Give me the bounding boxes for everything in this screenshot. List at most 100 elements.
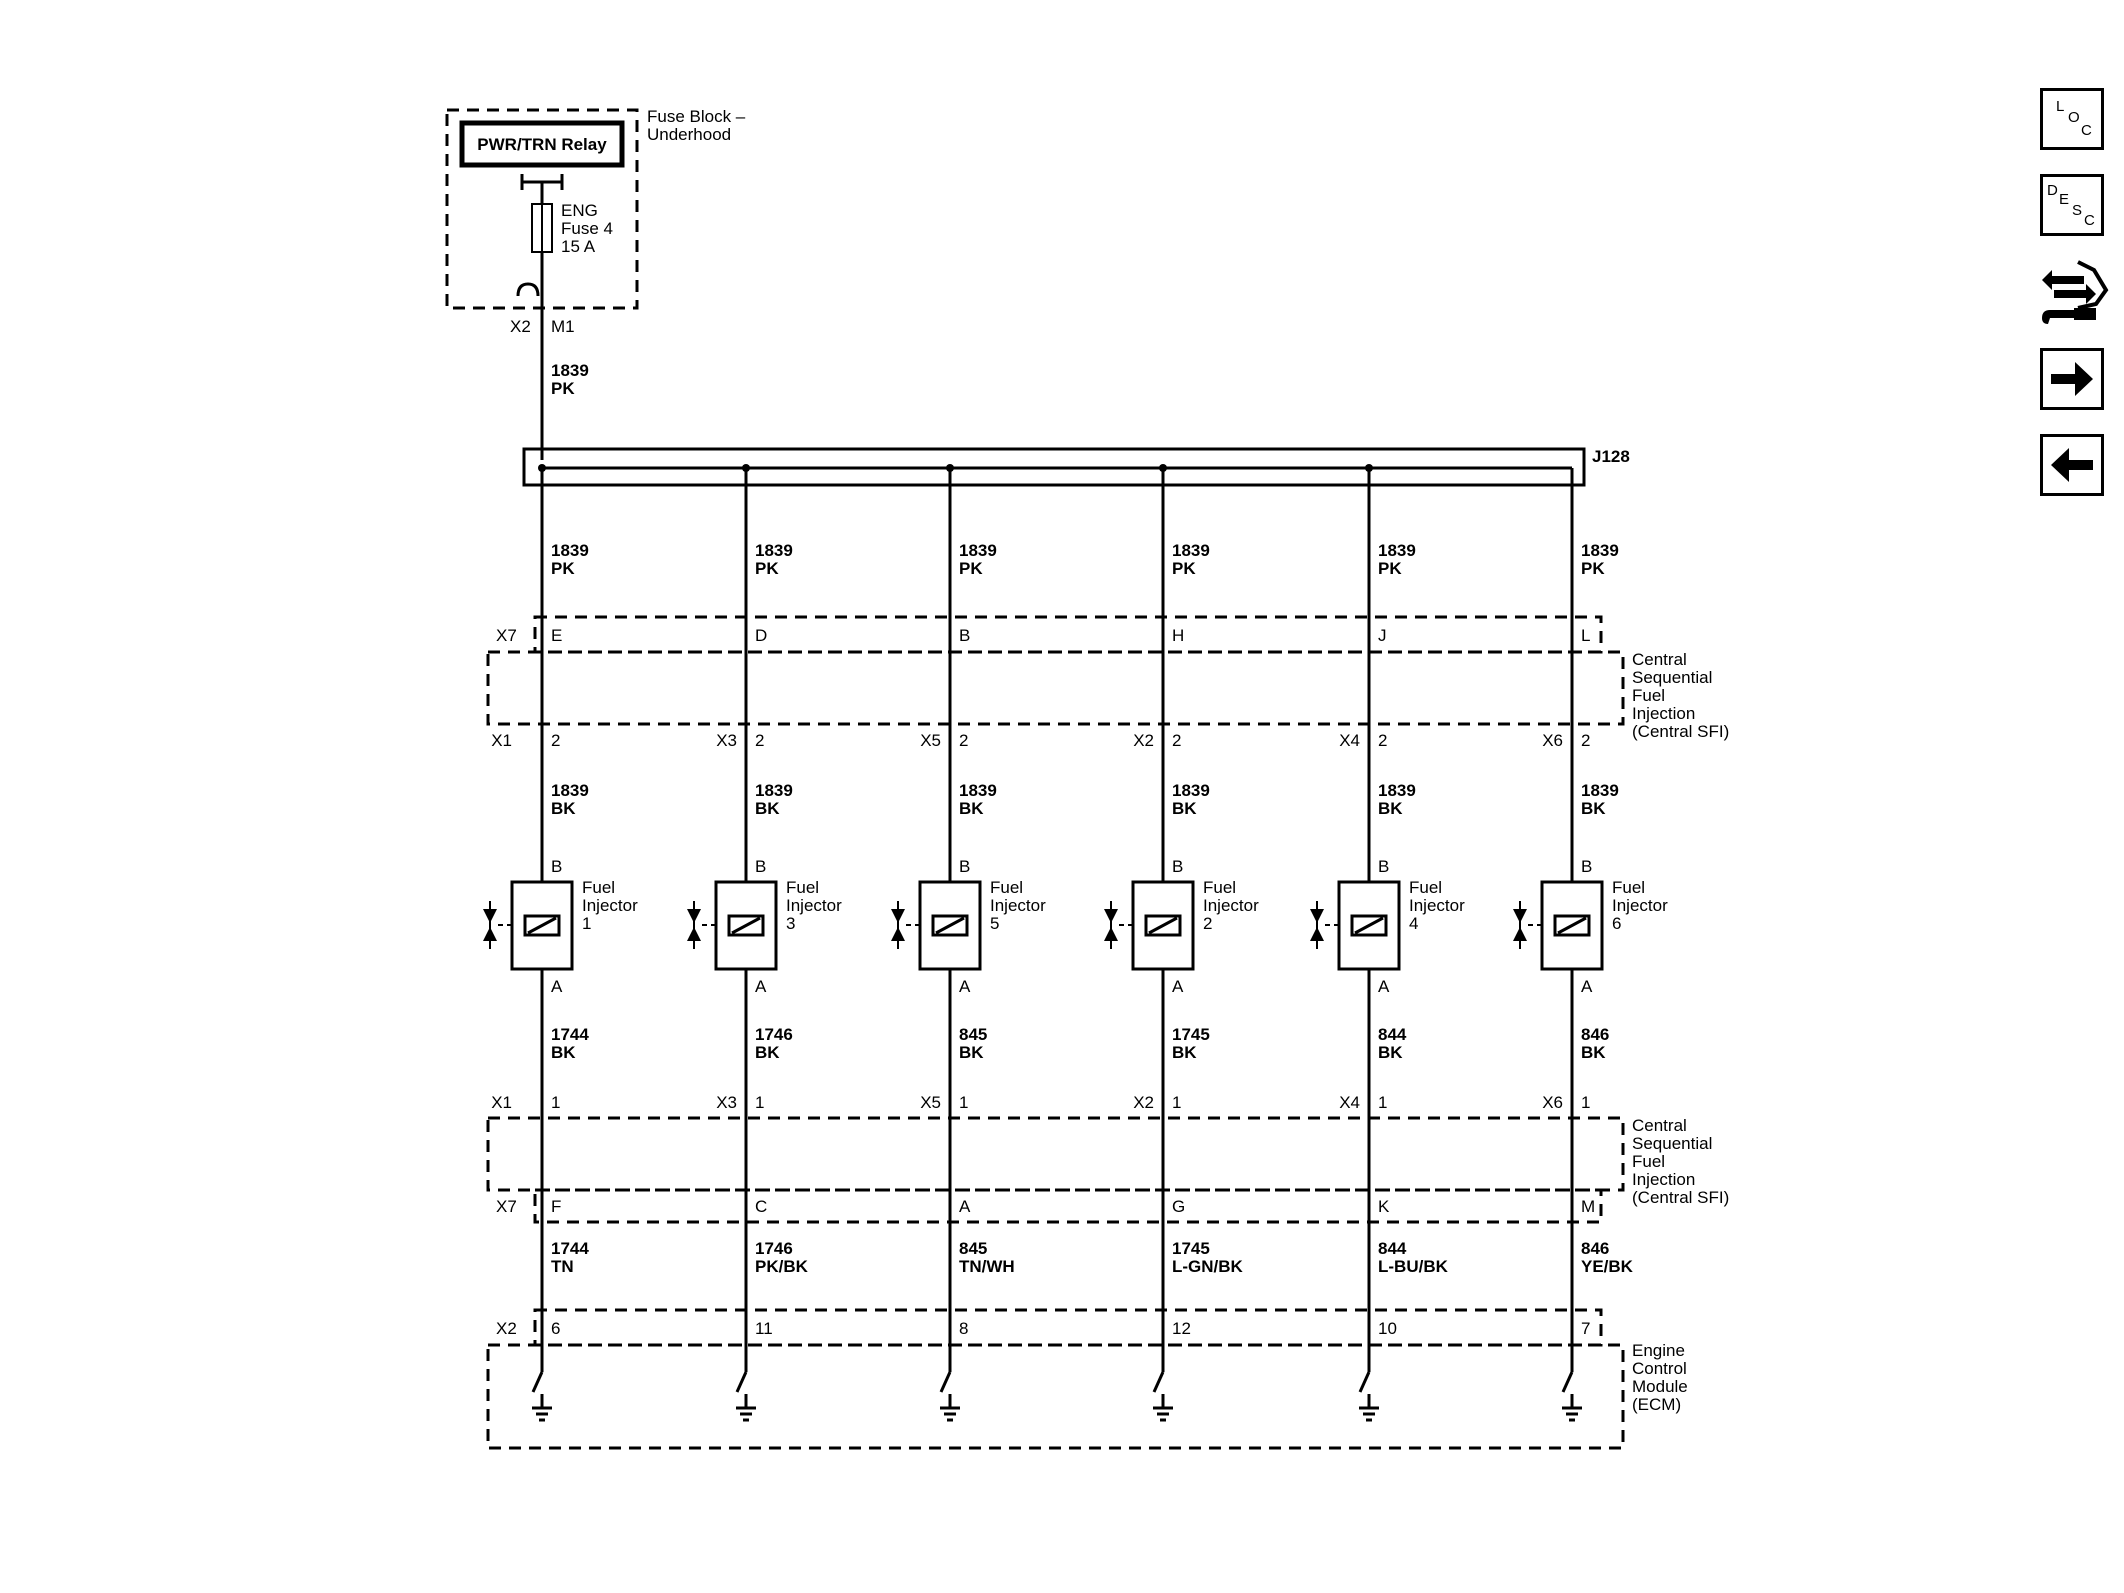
ecm-color: L-BU/BK (1378, 1257, 1449, 1276)
fuel-injector-symbol (483, 880, 574, 971)
ecm-pin: 12 (1172, 1319, 1191, 1338)
next-button[interactable] (2040, 348, 2104, 410)
sfi-top-x7-label: X7 (496, 626, 517, 645)
ground-icon (1358, 1371, 1379, 1422)
return-color: BK (1378, 1043, 1403, 1062)
connector-pin: 2 (1581, 731, 1590, 750)
loc-letter-3: C (2081, 122, 2092, 139)
injector-label-3: 5 (990, 914, 999, 933)
sfi-top-line2: Sequential (1632, 668, 1712, 687)
injector-color: BK (755, 799, 780, 818)
return-color: BK (1581, 1043, 1606, 1062)
return-color: BK (959, 1043, 984, 1062)
ecm-circuit: 846 (1581, 1239, 1609, 1258)
injector-pin-a: A (755, 977, 767, 996)
ecm-module: X2 Engine Control Module (ECM) (486, 1308, 1688, 1450)
injector-pin-a: A (959, 977, 971, 996)
ecm-circuit: 1744 (551, 1239, 589, 1258)
ecm-circuit: 845 (959, 1239, 987, 1258)
sfi-bottom-line4: Injection (1632, 1170, 1695, 1189)
ground-icon (939, 1371, 960, 1422)
ecm-line2: Control (1632, 1359, 1687, 1378)
desc-letter-3: S (2072, 202, 2082, 219)
fuel-injector-symbol (687, 880, 778, 971)
injector-label-2: Injector (1612, 896, 1668, 915)
injector-pin-b: B (1172, 857, 1183, 876)
desc-letter-4: C (2084, 212, 2095, 229)
ecm-circuit: 1746 (755, 1239, 793, 1258)
return-circuit: 1745 (1172, 1025, 1210, 1044)
connector-pin-bottom: 1 (1378, 1093, 1387, 1112)
injector-color: BK (959, 799, 984, 818)
x7-bottom-pin: K (1378, 1197, 1390, 1216)
sfi-module-bottom: X7 Central Sequential Fuel Injection (Ce… (486, 1116, 1729, 1224)
x7-bottom-pin: A (959, 1197, 971, 1216)
return-color: BK (1172, 1043, 1197, 1062)
injector-circuit: 1839 (755, 781, 793, 800)
fuse-connector-label: X2 (510, 317, 531, 336)
injector-label-2: Injector (990, 896, 1046, 915)
x7-bottom-pin: F (551, 1197, 561, 1216)
feed-circuit: 1839 (959, 541, 997, 560)
desc-letter-1: D (2047, 182, 2058, 199)
connector-list-button[interactable] (2036, 256, 2110, 332)
return-color: BK (551, 1043, 576, 1062)
x7-top-pin: B (959, 626, 970, 645)
injector-label-2: Injector (1409, 896, 1465, 915)
connector-label-bottom: X6 (1542, 1093, 1563, 1112)
ecm-circuit: 1745 (1172, 1239, 1210, 1258)
ecm-line4: (ECM) (1632, 1395, 1681, 1414)
connector-pin: 2 (959, 731, 968, 750)
connector-pin-bottom: 1 (1172, 1093, 1181, 1112)
ground-icon (1561, 1371, 1582, 1422)
loc-button[interactable]: L O C (2040, 88, 2104, 150)
injector-circuit: 1839 (1581, 781, 1619, 800)
connector-label-bottom: X5 (920, 1093, 941, 1112)
injector-label-2: Injector (1203, 896, 1259, 915)
injector-label-3: 4 (1409, 914, 1418, 933)
connector-pin-bottom: 1 (755, 1093, 764, 1112)
x7-top-pin: H (1172, 626, 1184, 645)
injector-pin-a: A (1581, 977, 1593, 996)
fuse-label-1: ENG (561, 201, 598, 220)
fuse-label-2: Fuse 4 (561, 219, 613, 238)
ecm-pin: 7 (1581, 1319, 1590, 1338)
feed-color: PK (1581, 559, 1605, 578)
fuel-injector-symbol (1513, 880, 1604, 971)
return-circuit: 1746 (755, 1025, 793, 1044)
ecm-line1: Engine (1632, 1341, 1685, 1360)
return-circuit: 846 (1581, 1025, 1609, 1044)
return-circuit: 845 (959, 1025, 987, 1044)
feed-circuit: 1839 (551, 541, 589, 560)
desc-letter-2: E (2059, 191, 2069, 208)
return-color: BK (755, 1043, 780, 1062)
ecm-color: TN/WH (959, 1257, 1015, 1276)
desc-icon: D E S C (2047, 182, 2095, 229)
injector-pin-a: A (1172, 977, 1184, 996)
ecm-pin: 10 (1378, 1319, 1397, 1338)
branch-2: 1839 PK H X2 2 1839 BK B Fuel Injector 2… (1104, 464, 1259, 1422)
x7-bottom-pin: G (1172, 1197, 1185, 1216)
branch-6: 1839 PK L X6 2 1839 BK B Fuel Injector 6… (1513, 468, 1668, 1422)
previous-button[interactable] (2040, 434, 2104, 496)
ecm-line3: Module (1632, 1377, 1688, 1396)
fuel-injector-symbol (891, 880, 982, 971)
sfi-top-line3: Fuel (1632, 686, 1665, 705)
feed-color: PK (551, 559, 575, 578)
injector-color: BK (1581, 799, 1606, 818)
ground-icon (1152, 1371, 1173, 1422)
arrow-right-icon (2051, 362, 2093, 396)
ecm-pin: 11 (755, 1319, 773, 1338)
injector-label-3: 6 (1612, 914, 1621, 933)
injector-label-2: Injector (582, 896, 638, 915)
desc-button[interactable]: D E S C (2040, 174, 2104, 236)
connector-label: X3 (716, 731, 737, 750)
feed-color: PK (1378, 559, 1402, 578)
injector-label-3: 3 (786, 914, 795, 933)
feed-color: PK (959, 559, 983, 578)
injector-pin-b: B (551, 857, 562, 876)
fuse-pin-label: M1 (551, 317, 575, 336)
injector-label-1: Fuel (1409, 878, 1442, 897)
loc-icon: L O C (2056, 98, 2092, 139)
